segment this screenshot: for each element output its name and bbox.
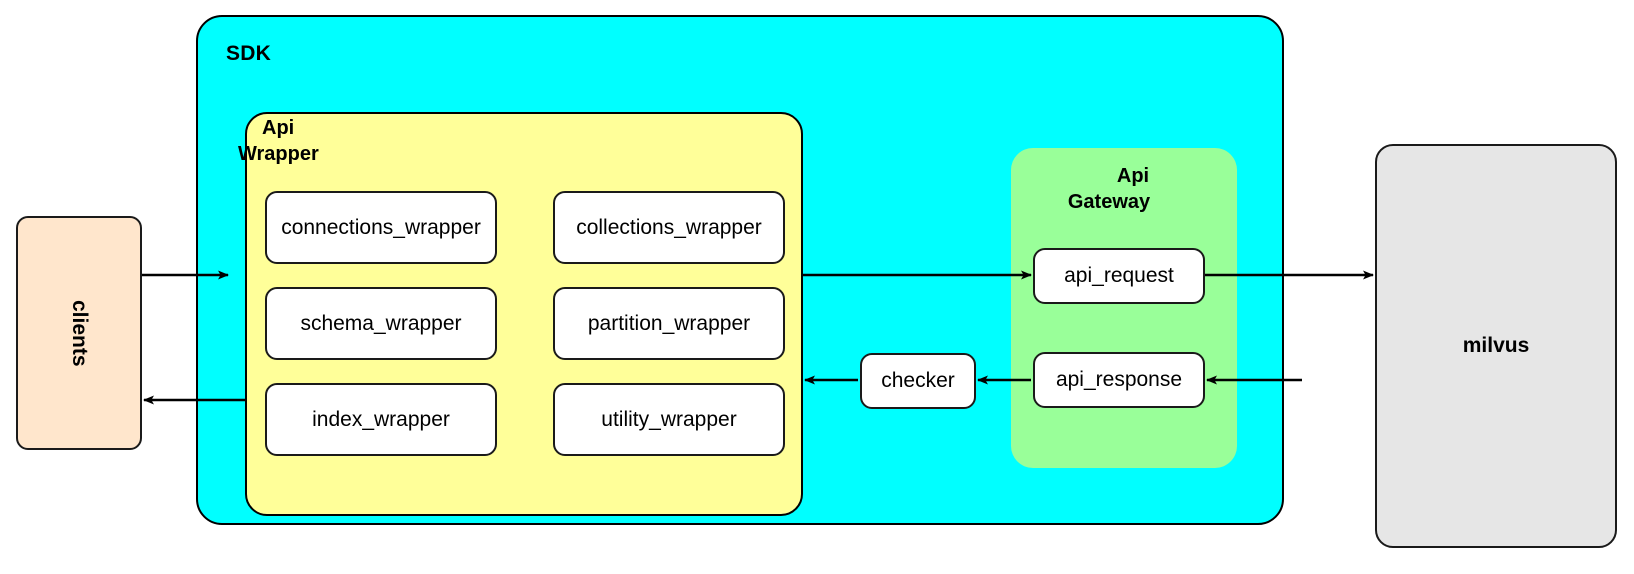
api-gateway-label-line2: Gateway	[1067, 190, 1151, 213]
clients-label: clients	[68, 299, 91, 367]
sdk-label: SDK	[226, 42, 271, 65]
api-gateway-label-line1: Api	[1116, 165, 1150, 187]
node-partition-wrapper[interactable]: partition_wrapper	[553, 287, 785, 360]
api-gateway-label: Api Gateway	[1030, 164, 1230, 215]
api-gateway-container	[1011, 148, 1237, 468]
node-checker[interactable]: checker	[860, 353, 976, 409]
node-clients[interactable]: clients	[16, 216, 142, 450]
node-collections-wrapper[interactable]: collections_wrapper	[553, 191, 785, 264]
node-index-wrapper[interactable]: index_wrapper	[265, 383, 497, 456]
api-wrapper-label-line1: Api	[262, 117, 295, 139]
node-api-request[interactable]: api_request	[1033, 248, 1205, 304]
node-schema-wrapper[interactable]: schema_wrapper	[265, 287, 497, 360]
node-api-response[interactable]: api_response	[1033, 352, 1205, 408]
node-connections-wrapper[interactable]: connections_wrapper	[265, 191, 497, 264]
node-milvus[interactable]: milvus	[1375, 144, 1617, 548]
node-utility-wrapper[interactable]: utility_wrapper	[553, 383, 785, 456]
api-wrapper-label: Api Wrapper	[238, 116, 422, 167]
api-wrapper-label-line2: Wrapper	[238, 142, 319, 165]
